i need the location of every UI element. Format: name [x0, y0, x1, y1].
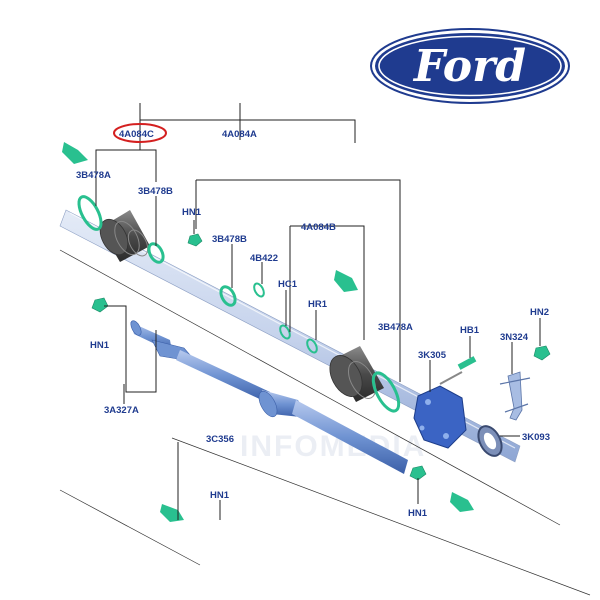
bracket-3N324 — [499, 371, 531, 421]
seal-3K093 — [477, 425, 503, 457]
label-3B478B-left[interactable]: 3B478B — [138, 186, 173, 197]
bolt-HB1 — [439, 356, 477, 385]
lower-halfshaft — [130, 320, 408, 474]
label-HB1[interactable]: HB1 — [460, 325, 480, 336]
label-HN1-b[interactable]: HN1 — [90, 340, 110, 351]
outer-boot-left — [99, 210, 150, 262]
label-3K305[interactable]: 3K305 — [418, 350, 447, 361]
inner-boot-right — [329, 346, 384, 402]
label-HC1[interactable]: HC1 — [278, 279, 298, 290]
seal-3B478A-right — [371, 371, 401, 413]
arrow-marker-bottom-right — [450, 492, 474, 512]
seal-3B478B-mid — [219, 285, 237, 307]
label-HR1[interactable]: HR1 — [308, 299, 328, 310]
nut-HN1-a — [187, 233, 203, 247]
seal-3B478A-top — [77, 195, 103, 231]
part-labels: 4A084C 4A084A 3B478A 3B478B HN1 3B478B 4… — [76, 129, 550, 519]
ford-logo: Ford — [370, 28, 570, 104]
ring-HR1 — [306, 338, 318, 354]
nut-HN2 — [533, 345, 551, 361]
arrow-marker-bottom-left — [160, 504, 184, 522]
section-lines — [59, 249, 591, 596]
bearing-housing-3K305 — [413, 385, 467, 449]
label-4A084B[interactable]: 4A084B — [301, 222, 336, 233]
nut-HN1-b — [91, 297, 109, 313]
ford-logo-text: Ford — [412, 41, 526, 92]
highlight-ring-4A084C — [113, 123, 167, 143]
label-3C356[interactable]: 3C356 — [206, 434, 234, 445]
label-3N324[interactable]: 3N324 — [500, 332, 529, 343]
label-3A327A[interactable]: 3A327A — [104, 405, 139, 416]
label-3K093[interactable]: 3K093 — [522, 432, 550, 443]
leader-lines — [95, 103, 541, 520]
label-3B478B-mid[interactable]: 3B478B — [212, 234, 247, 245]
label-4A084A[interactable]: 4A084A — [222, 129, 257, 140]
nut-HN1-c — [409, 465, 427, 481]
clip-4B422 — [253, 282, 265, 298]
label-3B478A-right[interactable]: 3B478A — [378, 322, 413, 333]
label-HN1-a[interactable]: HN1 — [182, 207, 202, 218]
arrow-marker-top-left — [62, 142, 88, 164]
label-HN1-d[interactable]: HN1 — [408, 508, 428, 519]
arrow-marker-upper-right — [334, 270, 358, 292]
label-3B478A-top[interactable]: 3B478A — [76, 170, 111, 181]
label-4A084C[interactable]: 4A084C — [119, 129, 154, 140]
clamp-HC1 — [279, 324, 291, 340]
label-HN2[interactable]: HN2 — [530, 307, 549, 318]
label-4B422[interactable]: 4B422 — [250, 253, 278, 264]
seal-3B478B-left — [147, 242, 165, 264]
label-HN1-c[interactable]: HN1 — [210, 490, 230, 501]
